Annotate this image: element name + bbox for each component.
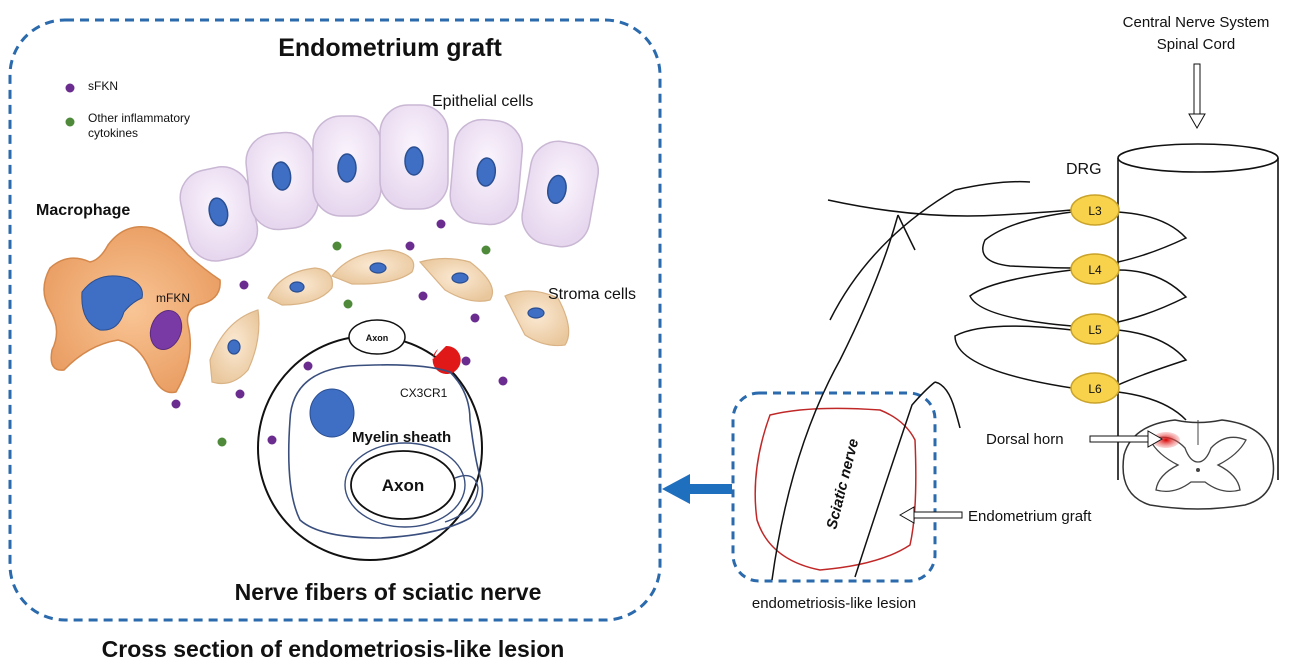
drg-l6 <box>1070 372 1120 404</box>
nucleus <box>289 281 305 293</box>
sciatic-nerve <box>771 214 961 581</box>
axon-label: Axon <box>382 476 425 495</box>
nucleus <box>337 153 357 183</box>
lesion-outline <box>754 407 917 571</box>
myelin-wrap <box>444 474 479 523</box>
legend-sfkn-label: sFKN <box>88 79 118 93</box>
dorsal-horn-highlight <box>1152 432 1180 448</box>
bottom-caption: Cross section of endometriosis-like lesi… <box>102 636 565 662</box>
nucleus <box>227 339 241 355</box>
legend-sfkn-dot <box>65 83 75 93</box>
nucleus <box>369 262 387 274</box>
legend-cytokine-dot <box>65 117 75 127</box>
drg-label: DRG <box>1066 161 1102 178</box>
nerve-fibers-label: Nerve fibers of sciatic nerve <box>235 579 542 605</box>
endometrium-graft-label: Endometrium graft <box>968 508 1092 525</box>
cx3cr1-receptor <box>432 345 461 374</box>
stroma-cells <box>209 249 570 385</box>
macrophage-cell <box>43 226 221 394</box>
nucleus <box>451 272 469 284</box>
epithelial-cells-label: Epithelial cells <box>432 93 533 110</box>
macrophage-label: Macrophage <box>36 202 130 219</box>
drg-l5 <box>1070 313 1120 345</box>
drg-l5-label: L5 <box>1088 323 1102 337</box>
epithelial-cells <box>179 104 600 262</box>
legend-cytokine-label-line2: cytokines <box>88 126 138 140</box>
drg-l4-label: L4 <box>1088 263 1102 277</box>
sfkn-dots <box>171 219 508 445</box>
legend-cytokine-label-line1: Other inflammatory <box>88 111 190 125</box>
axon-core <box>350 450 456 520</box>
cytokine-dots <box>217 241 491 447</box>
sciatic-nerve-label: Sciatic nerve <box>823 437 862 531</box>
graft-panel-title: Endometrium graft <box>278 34 502 62</box>
macrophage-nucleus <box>81 275 143 331</box>
cns-title-line1: Central Nerve System <box>1123 14 1270 31</box>
myelin-sheath-outline <box>287 364 484 539</box>
drg-ganglia: L3 L4 L5 L6 <box>1070 194 1120 404</box>
drg-l3 <box>1070 194 1120 226</box>
drg-l3-label: L3 <box>1088 204 1102 218</box>
mfkn-receptor <box>149 310 183 350</box>
nucleus <box>546 174 567 205</box>
graft-pointer-arrow <box>898 506 963 524</box>
spinal-cross-section <box>1122 419 1275 510</box>
drg-l4 <box>1070 253 1120 285</box>
lesion-box <box>731 391 937 583</box>
drg-l6-label: L6 <box>1088 382 1102 396</box>
nucleus <box>527 307 545 319</box>
graft-panel-border <box>8 18 662 622</box>
myelin-layer <box>344 442 466 528</box>
stroma-cells-label: Stroma cells <box>548 286 636 303</box>
cns-pointer-arrow <box>1188 63 1206 130</box>
myelin-sheath-label: Myelin sheath <box>352 429 451 446</box>
nucleus <box>476 157 497 187</box>
dorsal-horn-arrow <box>1089 430 1164 448</box>
schwann-nucleus <box>309 388 355 438</box>
mfkn-label: mFKN <box>156 291 190 305</box>
cns-title-line2: Spinal Cord <box>1157 36 1235 53</box>
dorsal-horn-label: Dorsal horn <box>986 431 1064 448</box>
lesion-caption: endometriosis-like lesion <box>752 595 916 612</box>
nucleus <box>208 197 229 227</box>
small-axon-label: Axon <box>366 333 389 343</box>
nucleus <box>404 146 424 176</box>
cx3cr1-label: CX3CR1 <box>400 386 448 400</box>
nerve-roots <box>827 180 1188 421</box>
nucleus <box>271 161 292 191</box>
direction-arrow <box>662 474 732 504</box>
small-axon <box>348 319 406 355</box>
